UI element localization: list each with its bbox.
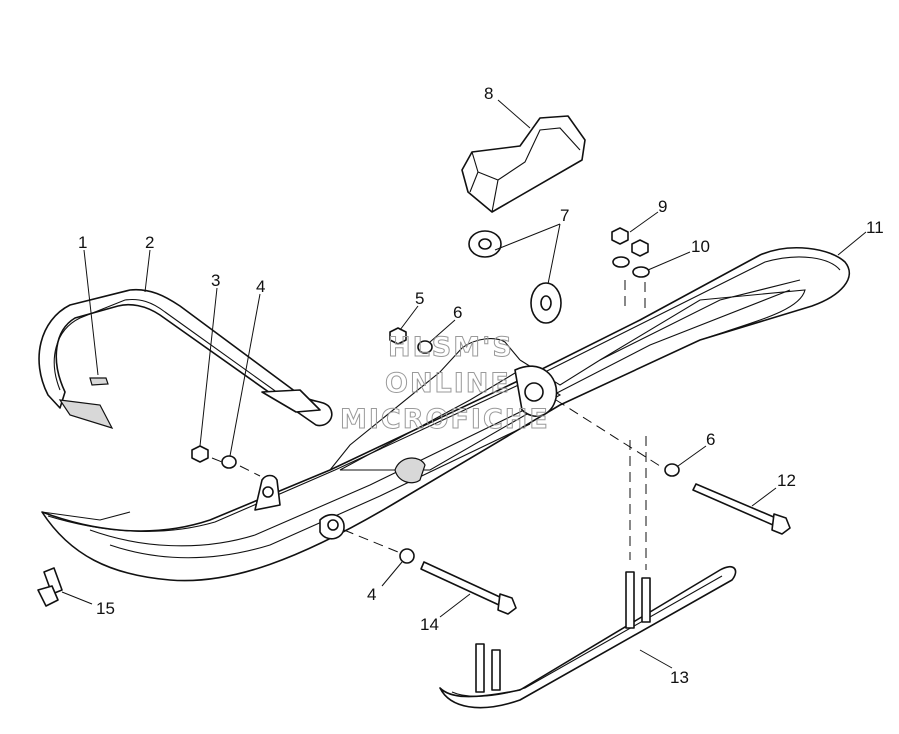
washer-set-7 [468, 230, 562, 324]
bolt-14 [420, 561, 517, 615]
nut-washer-set-9-10 [611, 227, 650, 310]
callout-11: 11 [866, 218, 884, 237]
callout-6-lower: 6 [706, 430, 715, 449]
bolt-12 [692, 483, 791, 535]
callout-8: 8 [484, 84, 493, 103]
leader-lines [61, 99, 867, 669]
washer-4-lower [399, 548, 415, 564]
callout-4-lower: 4 [367, 585, 376, 604]
callout-6-upper: 6 [453, 303, 462, 322]
watermark: HLSM'S ONLINE MICROFICHE [340, 332, 550, 436]
bolt-15 [37, 567, 63, 607]
nut-3 [191, 445, 209, 463]
callout-3: 3 [211, 271, 220, 290]
washer-4-upper [221, 455, 237, 469]
ski-body [41, 247, 851, 582]
callout-7: 7 [560, 206, 569, 225]
callout-10: 10 [691, 237, 710, 256]
watermark-line-3: MICROFICHE [340, 404, 550, 435]
callout-12: 12 [777, 471, 796, 490]
callout-14: 14 [420, 615, 439, 634]
callout-15: 15 [96, 599, 115, 618]
washer-6-upper [417, 340, 433, 354]
callout-13: 13 [670, 668, 689, 687]
callout-5: 5 [415, 289, 424, 308]
callout-9: 9 [658, 197, 667, 216]
callout-2: 2 [145, 233, 154, 252]
watermark-line-2: ONLINE [385, 368, 511, 399]
nut-5 [389, 327, 407, 345]
wear-bar [439, 436, 737, 709]
callout-1: 1 [78, 233, 87, 252]
ski-loop-handle [38, 288, 333, 429]
watermark-line-1: HLSM'S [388, 332, 514, 363]
part-1-clip [89, 377, 109, 386]
washer-6-lower [664, 463, 680, 477]
ski-saddle [461, 115, 586, 213]
callout-4-upper: 4 [256, 277, 265, 296]
